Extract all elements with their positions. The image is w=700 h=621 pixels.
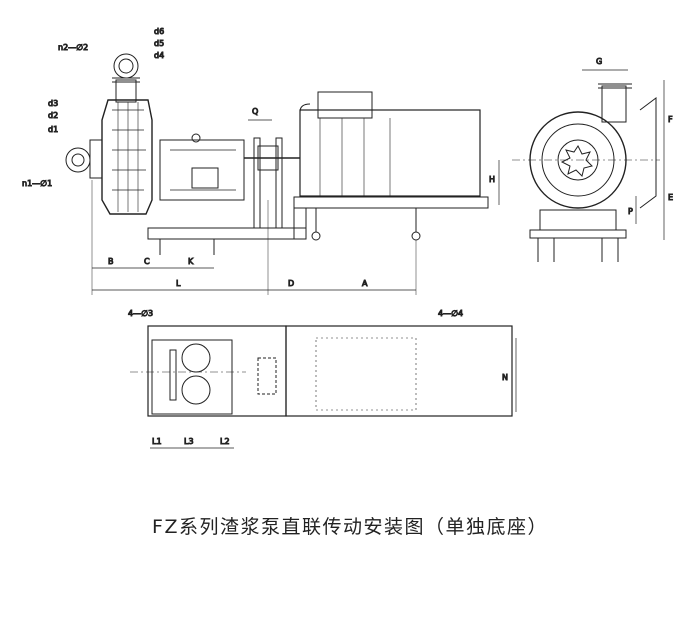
label-n1: n1—∅1 [22, 179, 52, 188]
label-holes4: 4—∅4 [438, 309, 463, 318]
drawing-caption: FZ系列渣浆泵直联传动安装图（单独底座） [152, 516, 548, 538]
dimension-labels: n2—∅2 d6 d5 d4 d3 d2 d1 n1—∅1 Q H G F E … [22, 27, 674, 447]
label-d1: d1 [48, 125, 58, 134]
bearing-assembly [159, 139, 245, 201]
label-F: F [668, 115, 673, 124]
label-n2: n2—∅2 [58, 43, 88, 52]
label-A: A [362, 279, 368, 288]
label-L2: L2 [220, 437, 230, 446]
label-d3: d3 [48, 99, 58, 108]
plan-motor-base [285, 325, 513, 417]
suction-circle [65, 147, 91, 173]
pump-casing [101, 99, 153, 215]
plan-view [130, 325, 517, 449]
label-L3: L3 [184, 437, 194, 446]
label-d2: d2 [48, 111, 58, 120]
label-D: D [288, 279, 294, 288]
label-H: H [489, 175, 495, 184]
plan-hole-bottom [181, 375, 211, 405]
base-frame-motor [293, 196, 489, 209]
side-view [65, 53, 500, 295]
label-Q: Q [252, 107, 258, 116]
label-C: C [144, 257, 150, 266]
label-B: B [108, 257, 114, 266]
suction-flange [89, 139, 103, 179]
label-G: G [596, 57, 602, 66]
label-E: E [668, 193, 673, 202]
coupling [257, 145, 279, 171]
label-holes3: 4—∅3 [128, 309, 153, 318]
outlet-pipe [601, 85, 627, 123]
motor-terminal-box [317, 91, 373, 119]
discharge-pipe [115, 79, 137, 103]
label-P: P [628, 207, 633, 216]
discharge-flange [113, 53, 139, 79]
plan-hole-top [181, 343, 211, 373]
label-d4: d4 [154, 51, 164, 60]
label-L1: L1 [152, 437, 162, 446]
label-d5: d5 [154, 39, 164, 48]
label-K: K [188, 257, 194, 266]
label-N: N [502, 373, 508, 382]
base-frame-pump [147, 227, 307, 240]
label-d6: d6 [154, 27, 164, 36]
label-L: L [176, 279, 181, 288]
end-view [512, 69, 665, 262]
